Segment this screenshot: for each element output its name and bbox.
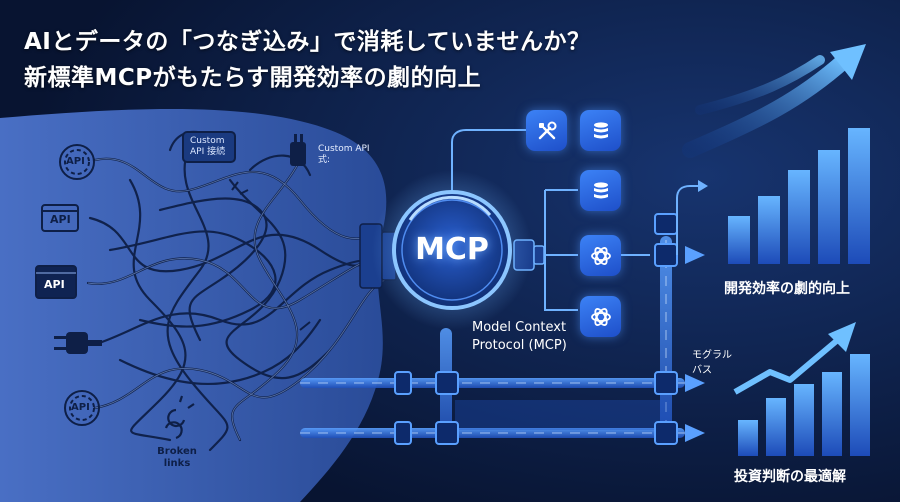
database-icon xyxy=(593,121,608,138)
bus-label-line-1: モグラル xyxy=(692,350,732,361)
custom-api-box-label: Custom API 接続 xyxy=(190,136,226,157)
broken-cable-sparks xyxy=(231,181,311,331)
growth-arrows-top xyxy=(682,44,866,158)
custom-api-box xyxy=(182,131,236,163)
headline-line-2: 新標準MCPがもたらす開発効率の劇的向上 xyxy=(24,65,482,91)
api-label-3: API xyxy=(44,278,65,291)
bar xyxy=(766,398,786,456)
tools-chip xyxy=(526,110,567,151)
bar xyxy=(738,420,758,456)
bar xyxy=(758,196,780,264)
bar xyxy=(728,216,750,264)
api-gear-icon-bottom xyxy=(64,390,100,426)
ai-model-chip-2 xyxy=(580,296,621,337)
headline-line-1: AIとデータの「つなぎ込み」で消耗していませんか？ xyxy=(24,29,591,55)
custom-api-plug-label: Custom API式: xyxy=(318,144,370,165)
hub-inner-ring xyxy=(401,199,503,301)
bus-arrows xyxy=(685,246,705,442)
power-plug-icon xyxy=(54,332,102,354)
api-label-1: API xyxy=(66,156,85,167)
pipe-joints xyxy=(394,213,678,445)
outcome-label-top: 開発効率の劇的向上 xyxy=(724,281,850,297)
tangled-cables-highlight xyxy=(87,158,386,441)
ai-model-icon xyxy=(590,307,611,326)
outcome-label-bottom: 投資判断の最適解 xyxy=(734,469,846,485)
bar xyxy=(822,372,842,456)
hub-tool-lines xyxy=(451,129,700,311)
hub-arc xyxy=(408,195,492,221)
legacy-panel xyxy=(0,108,387,502)
bar xyxy=(818,150,840,264)
database-chip-1 xyxy=(580,110,621,151)
database-chip-2 xyxy=(580,170,621,211)
bar-chart-bottom xyxy=(738,354,870,456)
bar xyxy=(850,354,870,456)
bar-chart-top xyxy=(728,128,870,264)
mcp-caption-line-2: Protocol (MCP) xyxy=(472,338,567,353)
ai-model-chip-1 xyxy=(580,235,621,276)
bar xyxy=(848,128,870,264)
mcp-caption-line-1: Model Context xyxy=(472,320,567,335)
api-gear-icon xyxy=(59,144,95,180)
database-icon xyxy=(593,181,608,198)
api-label-2: API xyxy=(50,213,71,226)
api-window-icon xyxy=(41,204,79,232)
api-label-4: API xyxy=(71,402,90,413)
bus-label-line-2: バス xyxy=(692,365,712,376)
small-up-arrow xyxy=(698,180,708,192)
broken-link-icon xyxy=(164,395,195,440)
hub-ring xyxy=(392,190,512,310)
bar xyxy=(794,384,814,456)
custom-api-plug-icon xyxy=(290,134,306,166)
mcp-hub-label: MCP xyxy=(415,232,489,267)
ai-model-icon xyxy=(590,246,611,265)
bar xyxy=(788,170,810,264)
growth-arrow-bottom xyxy=(733,322,856,395)
api-browser-icon xyxy=(35,265,77,299)
broken-links-label: Broken links xyxy=(157,446,197,469)
tools-icon xyxy=(538,121,556,139)
